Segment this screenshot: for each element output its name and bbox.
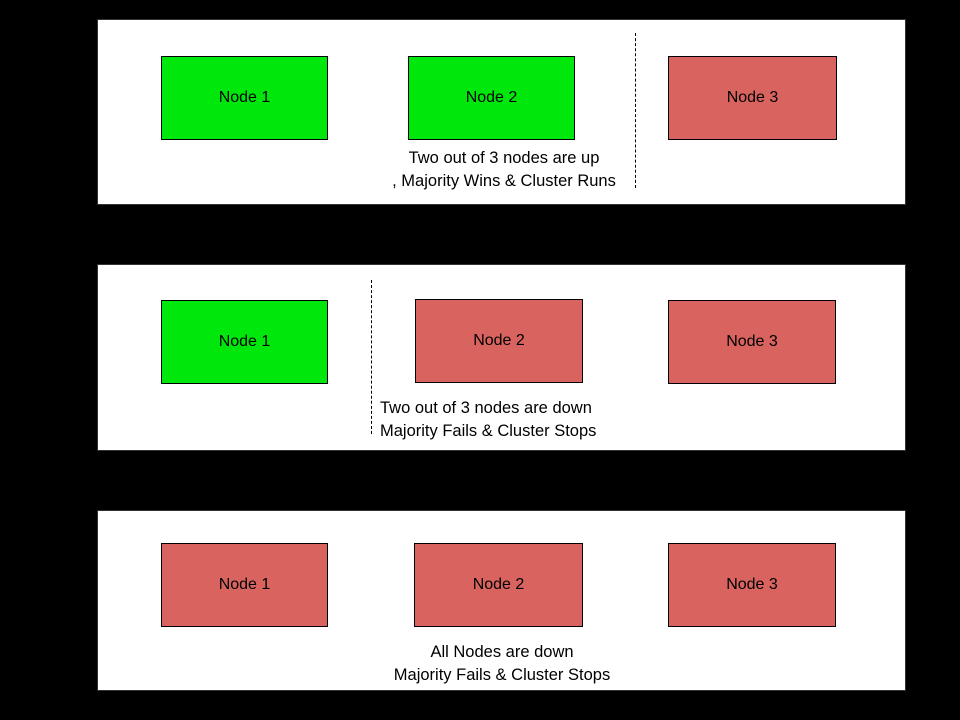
caption-line-1: Two out of 3 nodes are down: [380, 399, 592, 417]
node-label: Node 3: [726, 576, 778, 593]
node-label: Node 2: [472, 576, 525, 593]
node-box-1: Node 1: [161, 56, 328, 140]
node-label: Node 1: [218, 576, 271, 593]
scenario-panel-all-nodes-down: Node 1 Node 2 Node 3 All Nodes are down …: [97, 510, 906, 691]
node-label: Node 2: [465, 89, 518, 106]
node-label: Node 1: [218, 89, 271, 106]
node-box-3: Node 3: [668, 300, 836, 384]
node-box-1: Node 1: [161, 543, 328, 627]
node-label: Node 3: [726, 333, 778, 350]
node-box-3: Node 3: [668, 56, 837, 140]
node-box-3: Node 3: [668, 543, 836, 627]
node-label: Node 1: [218, 333, 271, 350]
node-label: Node 2: [473, 332, 525, 349]
caption-line-2: , Majority Wins & Cluster Runs: [392, 172, 616, 190]
caption-line-2: Majority Fails & Cluster Stops: [380, 422, 597, 440]
caption-line-1: All Nodes are down: [430, 643, 574, 661]
scenario-panel-two-nodes-up: Node 1 Node 2 Node 3 Two out of 3 nodes …: [97, 19, 906, 205]
node-box-2: Node 2: [414, 543, 583, 627]
caption-line-2: Majority Fails & Cluster Stops: [393, 666, 611, 684]
node-label: Node 3: [726, 89, 779, 106]
panel-caption: Two out of 3 nodes are down Majority Fai…: [380, 397, 596, 443]
node-box-1: Node 1: [161, 300, 328, 384]
partition-dashed-line: [371, 280, 372, 434]
node-box-2: Node 2: [415, 299, 583, 383]
scenario-panel-two-nodes-down: Node 1 Node 2 Node 3 Two out of 3 nodes …: [97, 264, 906, 451]
caption-line-1: Two out of 3 nodes are up: [408, 149, 600, 167]
panel-caption: Two out of 3 nodes are up , Majority Win…: [304, 147, 704, 193]
partition-dashed-line: [635, 33, 636, 188]
node-box-2: Node 2: [408, 56, 575, 140]
panel-caption: All Nodes are down Majority Fails & Clus…: [202, 641, 802, 687]
